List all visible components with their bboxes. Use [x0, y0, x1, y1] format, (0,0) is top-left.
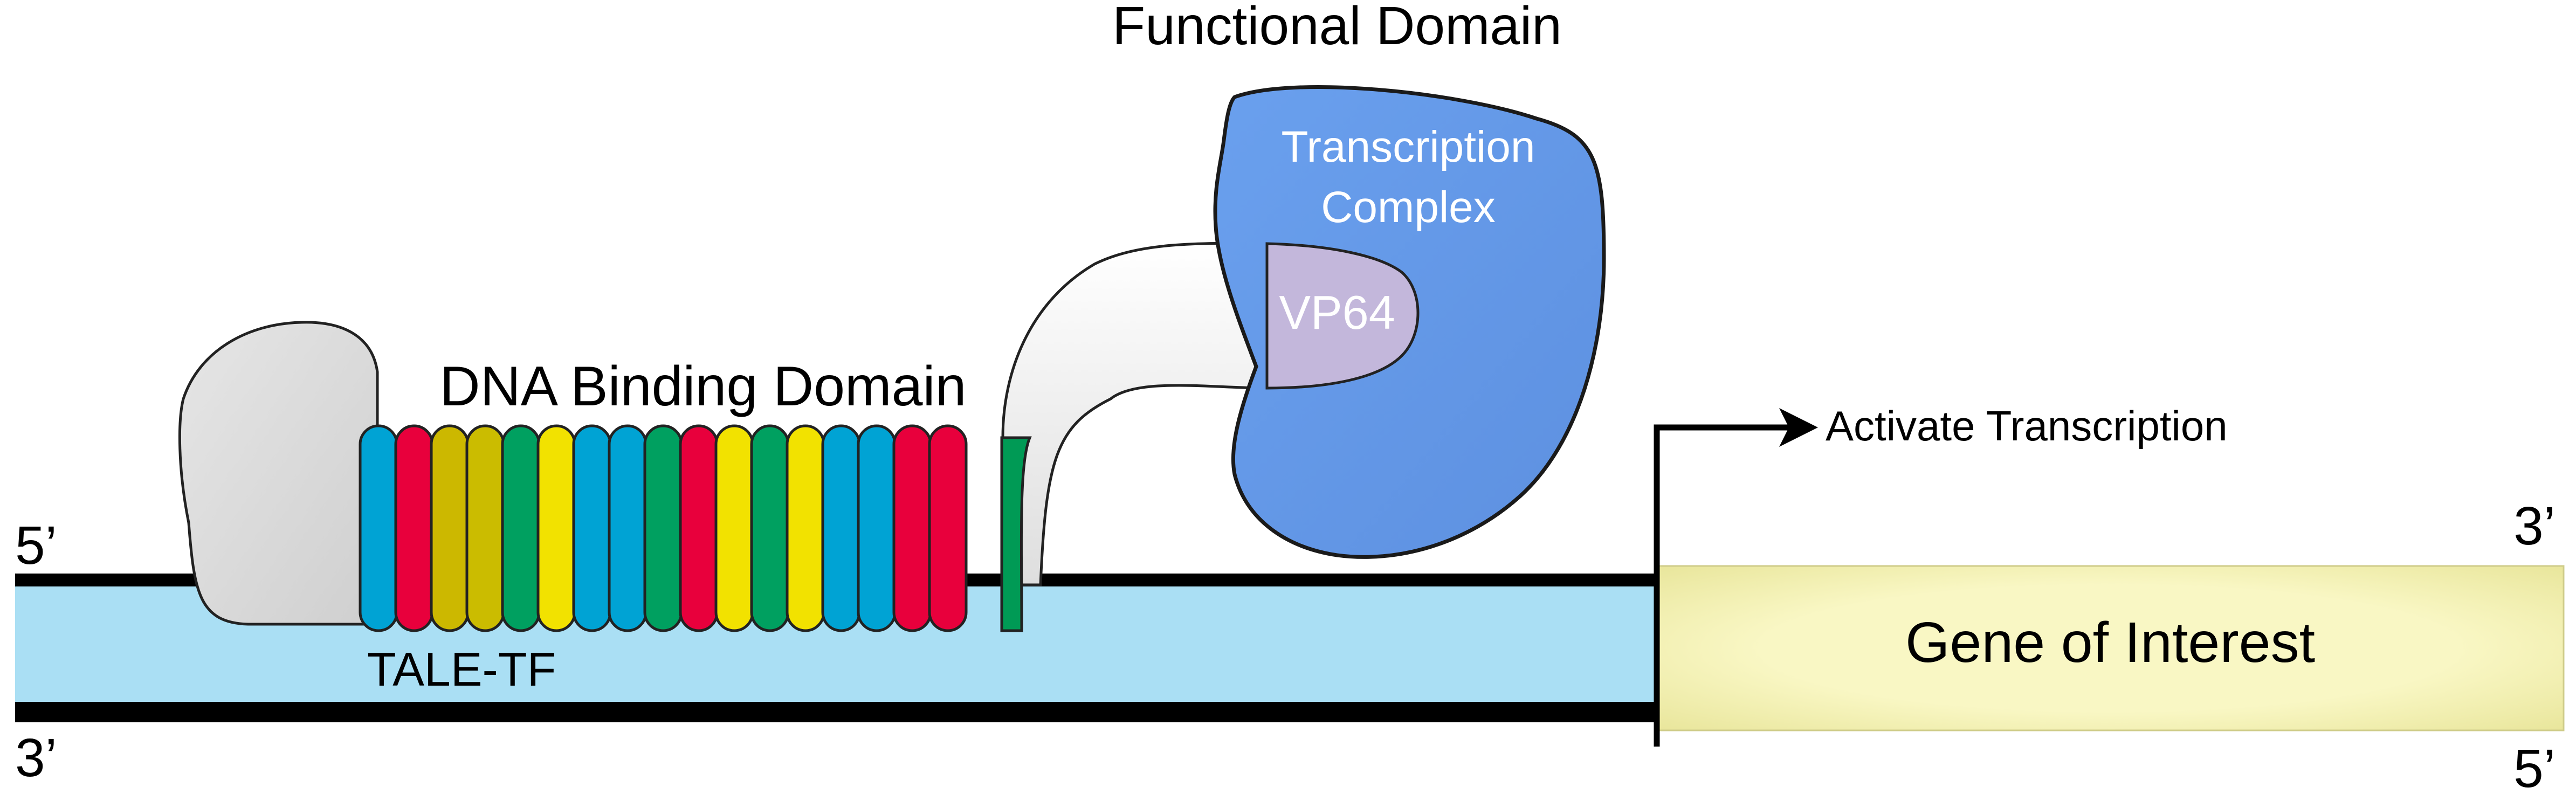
- c-terminal-cap: [1000, 436, 1032, 632]
- gene-of-interest-label: Gene of Interest: [1905, 611, 2315, 674]
- repeat-unit: [465, 424, 505, 632]
- repeat-unit: [430, 424, 470, 632]
- repeat-unit: [821, 424, 861, 632]
- dna-end-bottom-right: 5’: [2513, 738, 2556, 799]
- activate-transcription-label: Activate Transcription: [1826, 402, 2228, 450]
- functional-domain-label: Functional Domain: [1112, 0, 1562, 56]
- repeat-unit: [857, 424, 897, 632]
- repeat-unit: [679, 424, 719, 632]
- repeat-unit: [643, 424, 683, 632]
- repeat-unit: [536, 424, 576, 632]
- dna-end-bottom-left: 3’: [15, 728, 57, 788]
- gene-of-interest-box: [1656, 565, 2565, 731]
- repeat-unit: [786, 424, 825, 632]
- repeat-unit: [608, 424, 648, 632]
- transcription-complex-label-line2: Complex: [1321, 183, 1496, 232]
- dna-binding-domain-label: DNA Binding Domain: [440, 355, 967, 418]
- dna-bottom-strand: [15, 702, 1659, 722]
- linker-arm: [1001, 241, 1269, 586]
- repeat-unit: [501, 424, 541, 632]
- repeat-unit: [892, 424, 932, 632]
- dna-binding-repeats: [359, 424, 968, 632]
- repeat-unit: [572, 424, 612, 632]
- dna-end-top-right: 3’: [2513, 496, 2556, 556]
- arrow-head-icon: [1779, 408, 1818, 447]
- transcription-start-arrow: [1654, 424, 1789, 747]
- repeat-unit: [750, 424, 790, 632]
- repeat-unit: [928, 424, 968, 632]
- tale-tf-label: TALE-TF: [367, 643, 556, 696]
- dna-end-top-left: 5’: [15, 515, 57, 576]
- vp64-domain: [1265, 242, 1420, 390]
- transcription-complex-label-line1: Transcription: [1282, 122, 1535, 171]
- tale-n-terminal-domain: [178, 321, 379, 626]
- repeat-unit: [394, 424, 434, 632]
- repeat-unit: [359, 424, 398, 632]
- repeat-unit: [714, 424, 754, 632]
- vp64-label: VP64: [1279, 286, 1395, 339]
